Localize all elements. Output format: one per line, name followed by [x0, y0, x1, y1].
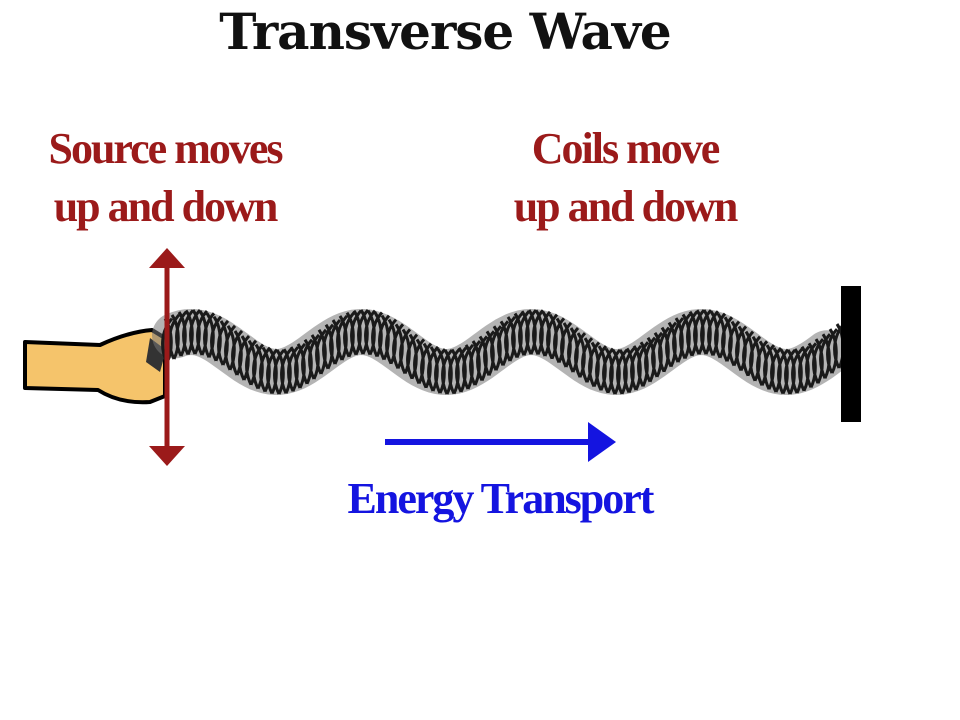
- energy-transport-label: Energy Transport: [347, 474, 655, 523]
- coils-label-line2: up and down: [513, 182, 739, 231]
- coils-label: Coils move up and down: [470, 120, 780, 236]
- source-label: Source moves up and down: [0, 120, 330, 236]
- wall-icon: [841, 286, 861, 422]
- coils-label-line1: Coils move: [531, 124, 721, 173]
- coil-spring: [152, 308, 850, 396]
- right-arrow-icon: [385, 422, 616, 462]
- diagram-title: Transverse Wave: [219, 2, 671, 61]
- up-down-arrow-icon: [149, 248, 185, 466]
- source-label-line2: up and down: [53, 182, 279, 231]
- hand-icon: [23, 328, 167, 405]
- source-label-line1: Source moves: [48, 124, 283, 173]
